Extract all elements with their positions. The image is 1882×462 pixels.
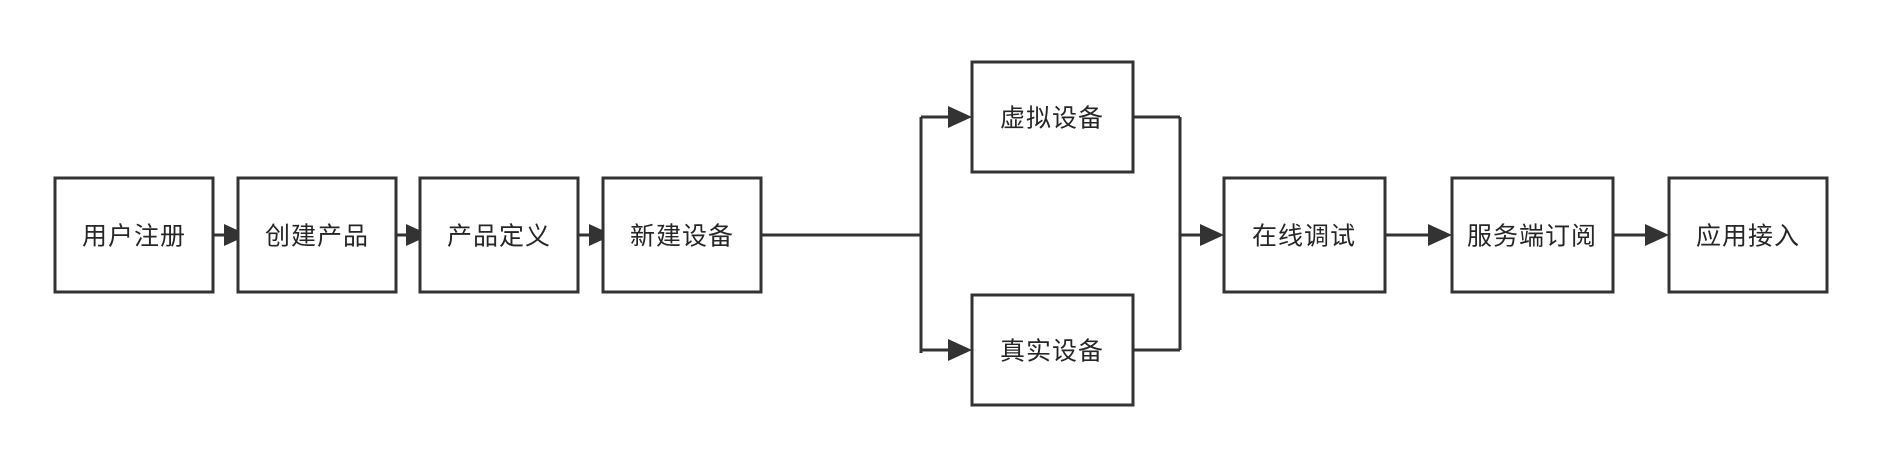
edge-product-define-to-new-device bbox=[578, 224, 613, 246]
node-label: 创建产品 bbox=[265, 222, 369, 251]
node-virtual-device[interactable]: 虚拟设备 bbox=[970, 60, 1135, 174]
node-box[interactable] bbox=[53, 176, 215, 294]
node-label: 服务端订阅 bbox=[1467, 222, 1597, 251]
node-real-device[interactable]: 真实设备 bbox=[970, 293, 1135, 407]
edge-user-register-to-create-product bbox=[213, 224, 248, 246]
edge-new-device-split-trunk bbox=[761, 117, 923, 353]
node-label: 真实设备 bbox=[1000, 337, 1104, 366]
edge-create-product-to-product-define bbox=[396, 224, 430, 246]
edge-online-debug-to-server-subscribe bbox=[1385, 224, 1452, 246]
node-box[interactable] bbox=[1222, 176, 1387, 294]
node-label: 在线调试 bbox=[1252, 222, 1356, 251]
node-user-register[interactable]: 用户注册 bbox=[53, 176, 215, 294]
edge-new-device-to-real-device bbox=[921, 339, 972, 361]
node-app-access[interactable]: 应用接入 bbox=[1667, 176, 1829, 294]
node-box[interactable] bbox=[1667, 176, 1829, 294]
edge-new-device-to-virtual-device bbox=[921, 106, 972, 128]
node-new-device[interactable]: 新建设备 bbox=[601, 176, 763, 294]
node-label: 虚拟设备 bbox=[1000, 104, 1104, 133]
node-label: 用户注册 bbox=[82, 222, 186, 251]
arrow-head-icon bbox=[224, 224, 248, 246]
node-product-define[interactable]: 产品定义 bbox=[418, 176, 580, 294]
arrow-head-icon bbox=[406, 224, 430, 246]
arrow-head-icon bbox=[1200, 224, 1224, 246]
node-label: 新建设备 bbox=[630, 222, 734, 251]
node-label: 应用接入 bbox=[1696, 222, 1800, 251]
edge-server-subscribe-to-app-access bbox=[1613, 224, 1669, 246]
arrow-head-icon bbox=[589, 224, 613, 246]
node-label: 产品定义 bbox=[447, 222, 551, 251]
node-box[interactable] bbox=[601, 176, 763, 294]
node-box[interactable] bbox=[970, 60, 1135, 174]
node-box[interactable] bbox=[418, 176, 580, 294]
arrow-head-icon bbox=[1645, 224, 1669, 246]
edge-merge-to-online-debug bbox=[1178, 117, 1224, 350]
node-box[interactable] bbox=[1450, 176, 1615, 294]
node-online-debug[interactable]: 在线调试 bbox=[1222, 176, 1387, 294]
arrow-head-icon bbox=[1428, 224, 1452, 246]
node-box[interactable] bbox=[236, 176, 398, 294]
arrow-head-icon bbox=[948, 339, 972, 361]
arrow-head-icon bbox=[948, 106, 972, 128]
node-server-subscribe[interactable]: 服务端订阅 bbox=[1450, 176, 1615, 294]
node-box[interactable] bbox=[970, 293, 1135, 407]
node-create-product[interactable]: 创建产品 bbox=[236, 176, 398, 294]
